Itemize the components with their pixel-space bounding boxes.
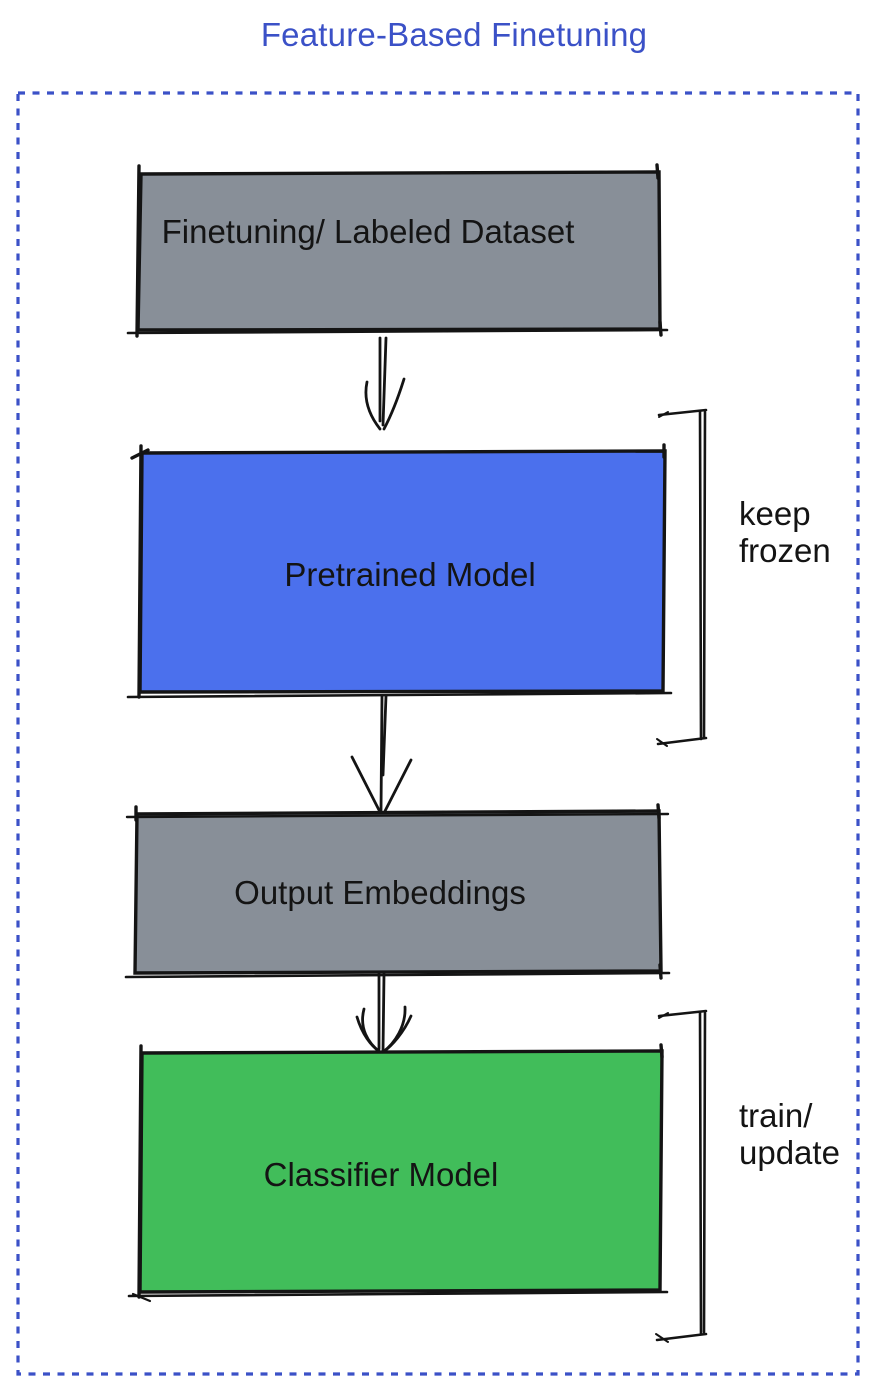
embeddings-box-label: Output Embeddings [234, 874, 526, 911]
pretrained-box-label: Pretrained Model [284, 556, 536, 593]
keep-frozen-bracket [656, 408, 708, 747]
dataset-box-label: Finetuning/ Labeled Dataset [161, 213, 575, 250]
train-update-line-1: train/ [739, 1097, 813, 1134]
arrow-down-icon [355, 972, 413, 1054]
dataset-box-fill [138, 172, 660, 330]
keep-frozen-line-1: keep [739, 495, 811, 532]
arrow-down-icon [350, 694, 413, 815]
keep-frozen-annotation: keep frozen [739, 495, 831, 569]
train-update-annotation: train/ update [739, 1097, 840, 1171]
pretrained-box-fill [140, 451, 665, 692]
dataset-box-outline [126, 163, 669, 338]
embeddings-box-fill [135, 811, 661, 973]
classifier-box [127, 1043, 669, 1303]
dashed-container-border [16, 91, 860, 1376]
embeddings-box-outline [124, 803, 671, 980]
arrow-down-icon [364, 336, 406, 431]
train-update-line-2: update [739, 1134, 840, 1171]
classifier-box-outline [127, 1043, 669, 1303]
train-update-bracket [655, 1009, 708, 1343]
diagram-title: Feature-Based Finetuning [260, 16, 648, 53]
pretrained-box [126, 443, 673, 699]
embeddings-box [124, 803, 671, 980]
classifier-box-label: Classifier Model [263, 1156, 499, 1193]
classifier-box-fill [140, 1051, 662, 1292]
keep-frozen-line-2: frozen [739, 532, 831, 569]
dataset-box [126, 163, 669, 338]
pretrained-box-outline [126, 443, 673, 699]
